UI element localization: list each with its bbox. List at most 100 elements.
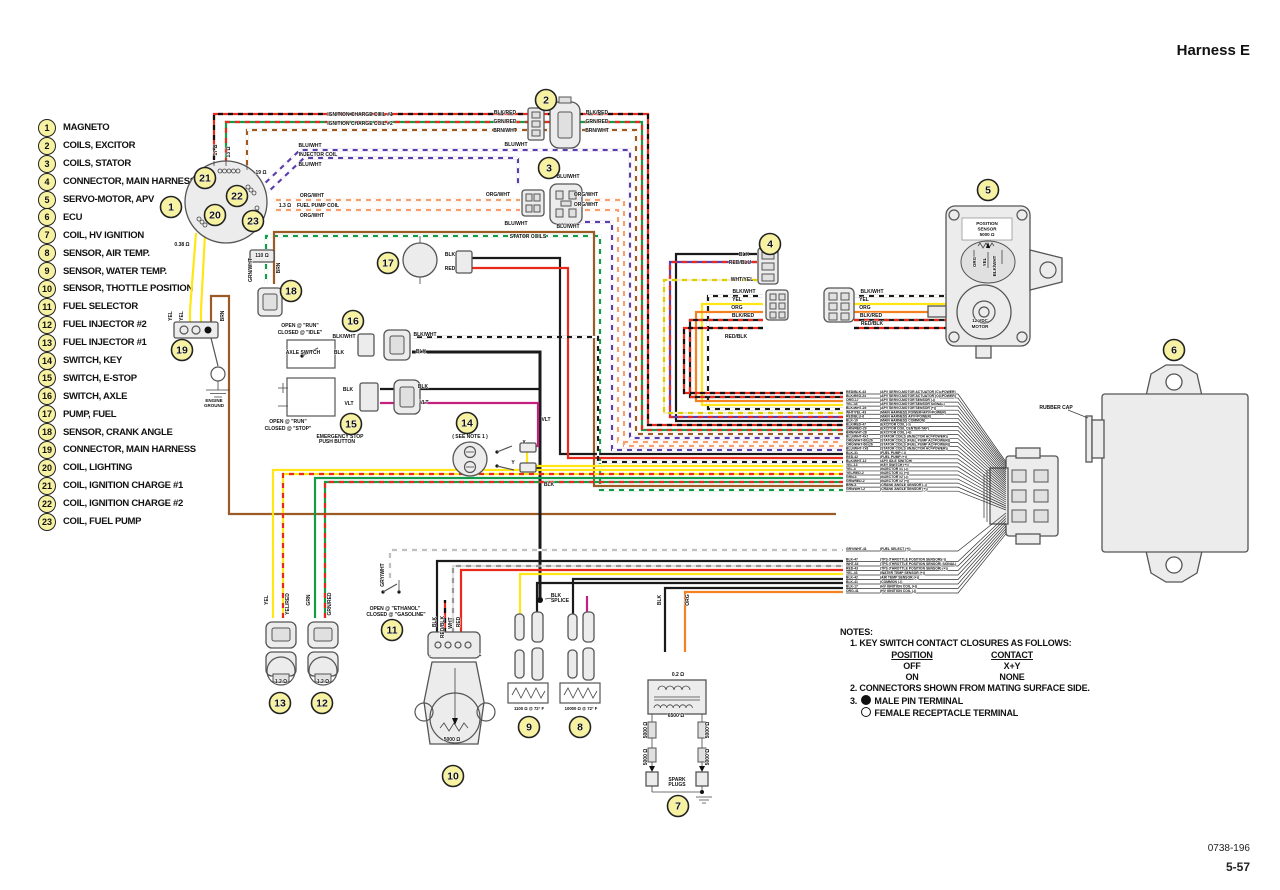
callout-circle-3 bbox=[537, 156, 561, 180]
legend-label: COILS, STATOR bbox=[63, 158, 131, 170]
wire-dash-GRN-RED bbox=[224, 120, 843, 432]
wire-BLU-WHT bbox=[266, 156, 520, 194]
wire-label: BLU/WHT bbox=[298, 162, 321, 168]
wire-label: ORG bbox=[972, 256, 977, 267]
wire-label: 110 Ω bbox=[255, 253, 268, 259]
ecu-pin-desc: (APV SERVO-MOTOR ACTUATOR (C)=POWER) bbox=[880, 390, 956, 394]
wire-dash-WHT bbox=[451, 564, 843, 633]
wire-label: BLK bbox=[551, 593, 562, 599]
wire-RED bbox=[459, 568, 843, 633]
wire-label: SENSOR bbox=[977, 227, 997, 232]
fuel-injector-2 bbox=[307, 621, 339, 686]
ecu-pin-desc: (CRANK ANGLE SENSOR (+)) bbox=[880, 487, 928, 491]
wire-label: IGNITION CHARGE COIL #1 bbox=[327, 112, 393, 118]
wire-label: BLK/RED bbox=[586, 110, 609, 116]
wire-GRN-WHT bbox=[264, 234, 843, 492]
position-on: ON bbox=[905, 672, 919, 682]
callout-number-4: 4 bbox=[767, 239, 773, 251]
wire-dash-BLK-WHT bbox=[706, 294, 843, 411]
wire-label: FUEL PUMP COIL bbox=[297, 203, 339, 209]
ecu-pin-desc: (HV IGNITION COIL (+)) bbox=[880, 585, 917, 589]
ecu-pin-line bbox=[846, 482, 1007, 507]
ecu-pin-desc: (APV SERVO-MOTOR SENSOR SIGNAL) bbox=[880, 402, 945, 406]
wire-label: GROUND bbox=[204, 403, 225, 408]
legend-label: COILS, EXCITOR bbox=[63, 140, 136, 152]
connector-main-harness-19 bbox=[173, 321, 219, 339]
part-number: 0738-196 bbox=[1207, 843, 1250, 854]
wire-YEL bbox=[188, 232, 198, 324]
ecu-pin-desc: (CRANK ANGLE SENSOR (-)) bbox=[880, 483, 927, 487]
hv-ignition-coil bbox=[645, 679, 712, 804]
ecu-pin-desc: (WATER TEMP SENSOR (+)) bbox=[880, 571, 925, 575]
ecu-pin-desc: (FUEL PUMP (+)) bbox=[880, 455, 907, 459]
key-switch bbox=[452, 441, 537, 477]
callout-number-7: 7 bbox=[675, 801, 681, 813]
ecu-pin-line bbox=[846, 533, 1007, 594]
callout-circle-11 bbox=[380, 618, 404, 642]
wire-label: GRY/WHT bbox=[380, 563, 386, 586]
wire-dash-GRN-RED bbox=[323, 480, 843, 618]
wire-label: RED bbox=[445, 266, 456, 272]
ecu-pin-line bbox=[846, 417, 1007, 475]
wire-label: 1.2 Ω bbox=[275, 679, 287, 685]
callout-circle-12 bbox=[310, 691, 334, 715]
wire-label: BRN/WHT bbox=[585, 128, 609, 134]
legend-label: SENSOR, THOTTLE POSITION bbox=[63, 283, 194, 295]
ecu-pin-desc: (TPS (THROTTLE POSITION SENSOR) SIGNAL) bbox=[880, 562, 956, 566]
wire-label: WHT bbox=[448, 617, 454, 628]
wire-label: BRN bbox=[220, 310, 226, 321]
wire-label: + bbox=[479, 653, 482, 659]
ecu-pin-line bbox=[846, 409, 1007, 471]
air-temp-sensor bbox=[559, 611, 601, 704]
excitor-coils-connector bbox=[527, 96, 581, 149]
ecu-pin-desc: (INJECTOR #2 (-)) bbox=[880, 475, 908, 479]
emergency-stop-switch bbox=[278, 377, 421, 417]
ecu-pin-code: YEL-4 bbox=[846, 467, 856, 471]
ecu-pin-code: BLK/RED-47 bbox=[846, 422, 866, 426]
notes-block: NOTES: 1. KEY SWITCH CONTACT CLOSURES AS… bbox=[840, 627, 1090, 719]
wire-dash-GRY-WHT bbox=[388, 548, 843, 583]
fuel-injector-1 bbox=[265, 621, 297, 686]
page-number: 5-57 bbox=[1225, 860, 1250, 874]
wire-label: BRN bbox=[276, 262, 282, 273]
callout-circle-8 bbox=[568, 715, 592, 739]
legend-badge: 8 bbox=[38, 244, 56, 263]
wire-label: BLK bbox=[416, 349, 427, 355]
wire-BLK bbox=[535, 581, 843, 614]
legend-label: SWITCH, AXLE bbox=[63, 390, 128, 402]
wire-label: 1.2 Ω bbox=[317, 679, 329, 685]
wire-YEL bbox=[199, 233, 207, 324]
wire-label: GRN/RED bbox=[327, 592, 333, 615]
ecu-pin-line bbox=[846, 486, 1007, 509]
col-contact: CONTACT bbox=[991, 649, 1033, 660]
wire-YEL bbox=[271, 468, 843, 618]
legend-label: COIL, HV IGNITION bbox=[63, 229, 144, 241]
position-off: OFF bbox=[903, 660, 921, 671]
engine-ground bbox=[206, 337, 230, 398]
wire-WHT-YEL bbox=[662, 278, 843, 415]
ecu-pin-line bbox=[846, 413, 1007, 473]
wire-BLK bbox=[663, 586, 843, 652]
wire-label: OPEN @ "RUN" bbox=[269, 419, 307, 425]
wire-label: X bbox=[522, 440, 526, 446]
wire-label: BLK/WHT bbox=[860, 289, 883, 295]
wire-label: BLK/WHT bbox=[332, 334, 355, 340]
ecu-pin-code: BLK-31 bbox=[846, 451, 858, 455]
wire-label: ORG bbox=[859, 305, 871, 311]
ecu-pin-code: BLK-47 bbox=[846, 558, 858, 562]
wire-dash-BLU-WHT bbox=[261, 148, 843, 440]
wire-label: BLK bbox=[739, 252, 750, 258]
wire-label: ORG/WHT bbox=[300, 193, 324, 199]
wire-dash-ORG-WHT bbox=[580, 198, 843, 448]
ecu-pin-line bbox=[846, 434, 1007, 483]
legend-label: MAGNETO bbox=[63, 122, 110, 134]
callout-circle-9 bbox=[517, 715, 541, 739]
callout-number-2: 2 bbox=[543, 95, 549, 107]
callout-number-15: 15 bbox=[345, 419, 357, 431]
ecu-pin-code: BLU/WHT-7x8 bbox=[846, 447, 868, 451]
